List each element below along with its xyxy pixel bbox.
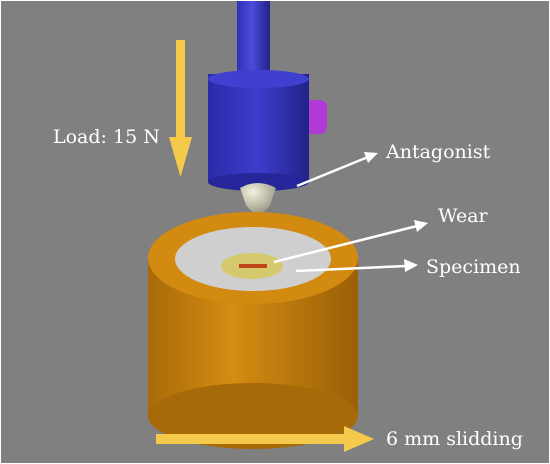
load-label: Load: 15 N (53, 126, 160, 148)
right-arrow-icon (156, 426, 374, 452)
holder-top-face (208, 70, 309, 88)
down-arrow-icon (169, 40, 192, 177)
pointer-arrows (273, 152, 428, 273)
load-arrow-shaft (176, 40, 185, 137)
antagonist-tip (240, 183, 276, 214)
antagonist-assembly (208, 1, 327, 214)
wear-pointer-head (414, 220, 428, 232)
wear-pointer (273, 224, 418, 264)
specimen-pointer (295, 264, 407, 273)
sliding-label: 6 mm slidding (386, 428, 523, 450)
antagonist-label: Antagonist (385, 141, 491, 163)
antagonist-pointer-head (364, 152, 378, 163)
sliding-arrow-shaft (156, 434, 344, 444)
sliding-arrow-head (344, 426, 374, 452)
holder-bottom-face (208, 173, 309, 191)
specimen-label: Specimen (426, 256, 521, 278)
antagonist-pointer (296, 155, 369, 188)
specimen-holder (148, 212, 358, 449)
wear-label: Wear (438, 205, 489, 227)
specimen-pointer-head (404, 259, 418, 272)
antagonist-holder (208, 74, 309, 182)
wear-scar (239, 264, 267, 268)
load-arrow-head (169, 137, 192, 177)
cylinder-bottom (148, 383, 358, 449)
side-knob (305, 100, 327, 134)
